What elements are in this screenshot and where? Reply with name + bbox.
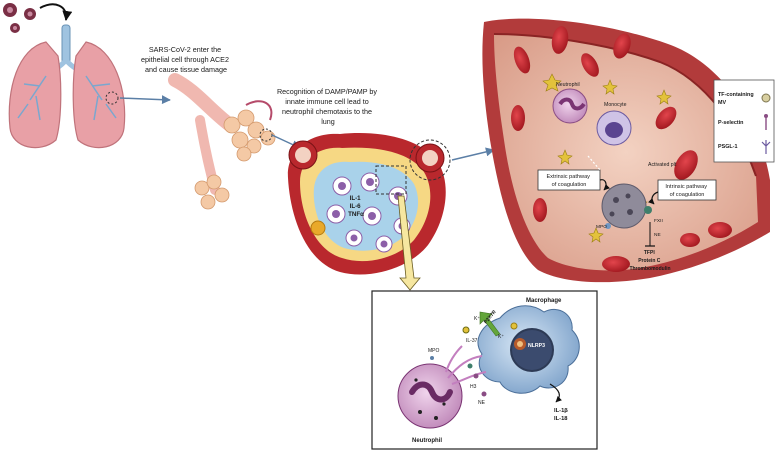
- legend-label-p-selectin: P-selectin: [718, 120, 743, 126]
- activated-platelet-cluster: [601, 183, 652, 229]
- extrinsic-pathway-label: Extrinsic pathway of coagulation: [546, 174, 591, 188]
- legend: TF-containing MV P-selectin PSGL-1: [713, 79, 775, 163]
- zoom-marker: [105, 91, 119, 105]
- inset-zoom-box: [375, 165, 407, 195]
- cytokine-release-labels: IL-1β IL-18: [554, 408, 569, 422]
- il37-icon: [462, 326, 470, 334]
- psgl1-icon: [761, 140, 771, 154]
- cytokine-labels: IL-1 IL-6 TNFα: [348, 195, 364, 218]
- monocyte-cell: [596, 110, 632, 146]
- neutrophil-cell: [552, 88, 588, 124]
- tf-microvesicle-icon: [761, 93, 771, 103]
- label-ne: NE: [654, 232, 661, 238]
- label-k-ion-in: K⁺: [498, 334, 504, 340]
- inset-panel: Macrophage NLRP3 P2X7R K⁺ K⁺ IL-37 IL-1β…: [371, 290, 598, 450]
- inhibitor-labels: TFPI Protein C Thrombomodulin: [629, 250, 670, 272]
- virus-icon: [10, 23, 20, 33]
- virus-icon: [3, 3, 17, 17]
- label-k-ion-out: K⁺: [474, 316, 480, 322]
- step2-caption: Recognition of DAMP/PAMP by innate immun…: [277, 87, 379, 126]
- alveoli-illustration: [168, 73, 276, 210]
- ne-icon: [481, 391, 487, 397]
- p2x7r-arrow: [479, 311, 501, 337]
- alveolus-cross-section: IL-1 IL-6 TNFα: [287, 133, 451, 275]
- flow-arrow-3: [451, 147, 495, 161]
- virus-entry-arrow: [39, 3, 73, 21]
- virus-icon: [24, 8, 36, 20]
- label-il37: IL-37: [466, 338, 478, 344]
- label-macrophage: Macrophage: [526, 298, 562, 304]
- label-neutrophil: Neutrophil: [556, 82, 580, 88]
- label-inset-neutrophil: Neutrophil: [412, 438, 442, 444]
- label-monocyte: Monocyte: [604, 102, 627, 108]
- red-blood-cells: [511, 26, 732, 272]
- virus-particles: [3, 3, 73, 33]
- blood-vessel-illustration: Extrinsic pathway of coagulation Intrins…: [482, 18, 770, 283]
- inset-zoom-arrow: [397, 195, 421, 291]
- nlrp3-icon: [514, 338, 526, 350]
- legend-label-psgl1: PSGL-1: [718, 144, 737, 150]
- step1-caption: SARS-CoV-2 enter the epithelial cell thr…: [141, 45, 231, 74]
- label-nlrp3: NLRP3: [528, 343, 545, 349]
- label-inset-h3: H3: [470, 384, 477, 390]
- label-activated-platelet: Activated plt: [648, 162, 677, 168]
- intrinsic-pathway-label: Intrinsic pathway of coagulation: [665, 184, 708, 198]
- macrophage-cell: [477, 305, 580, 394]
- cytokine-release-arrow: [549, 383, 562, 403]
- lungs-illustration: [8, 24, 126, 149]
- flow-arrow-1: [119, 95, 171, 105]
- vessel-zoom-marker: [409, 139, 451, 181]
- intrinsic-pathway-box: [657, 179, 717, 201]
- mpo-icon: [430, 356, 434, 360]
- label-inset-mpo: MPO: [428, 348, 440, 354]
- p-selectin-icon: [764, 114, 768, 130]
- legend-label-tf-mv: TF-containing MV: [718, 92, 755, 106]
- label-mpo: MPO: [596, 224, 607, 230]
- label-fxii: FXII: [654, 218, 663, 224]
- label-inset-ne: NE: [478, 400, 486, 406]
- neutrophil-netosis-cell: [397, 345, 487, 429]
